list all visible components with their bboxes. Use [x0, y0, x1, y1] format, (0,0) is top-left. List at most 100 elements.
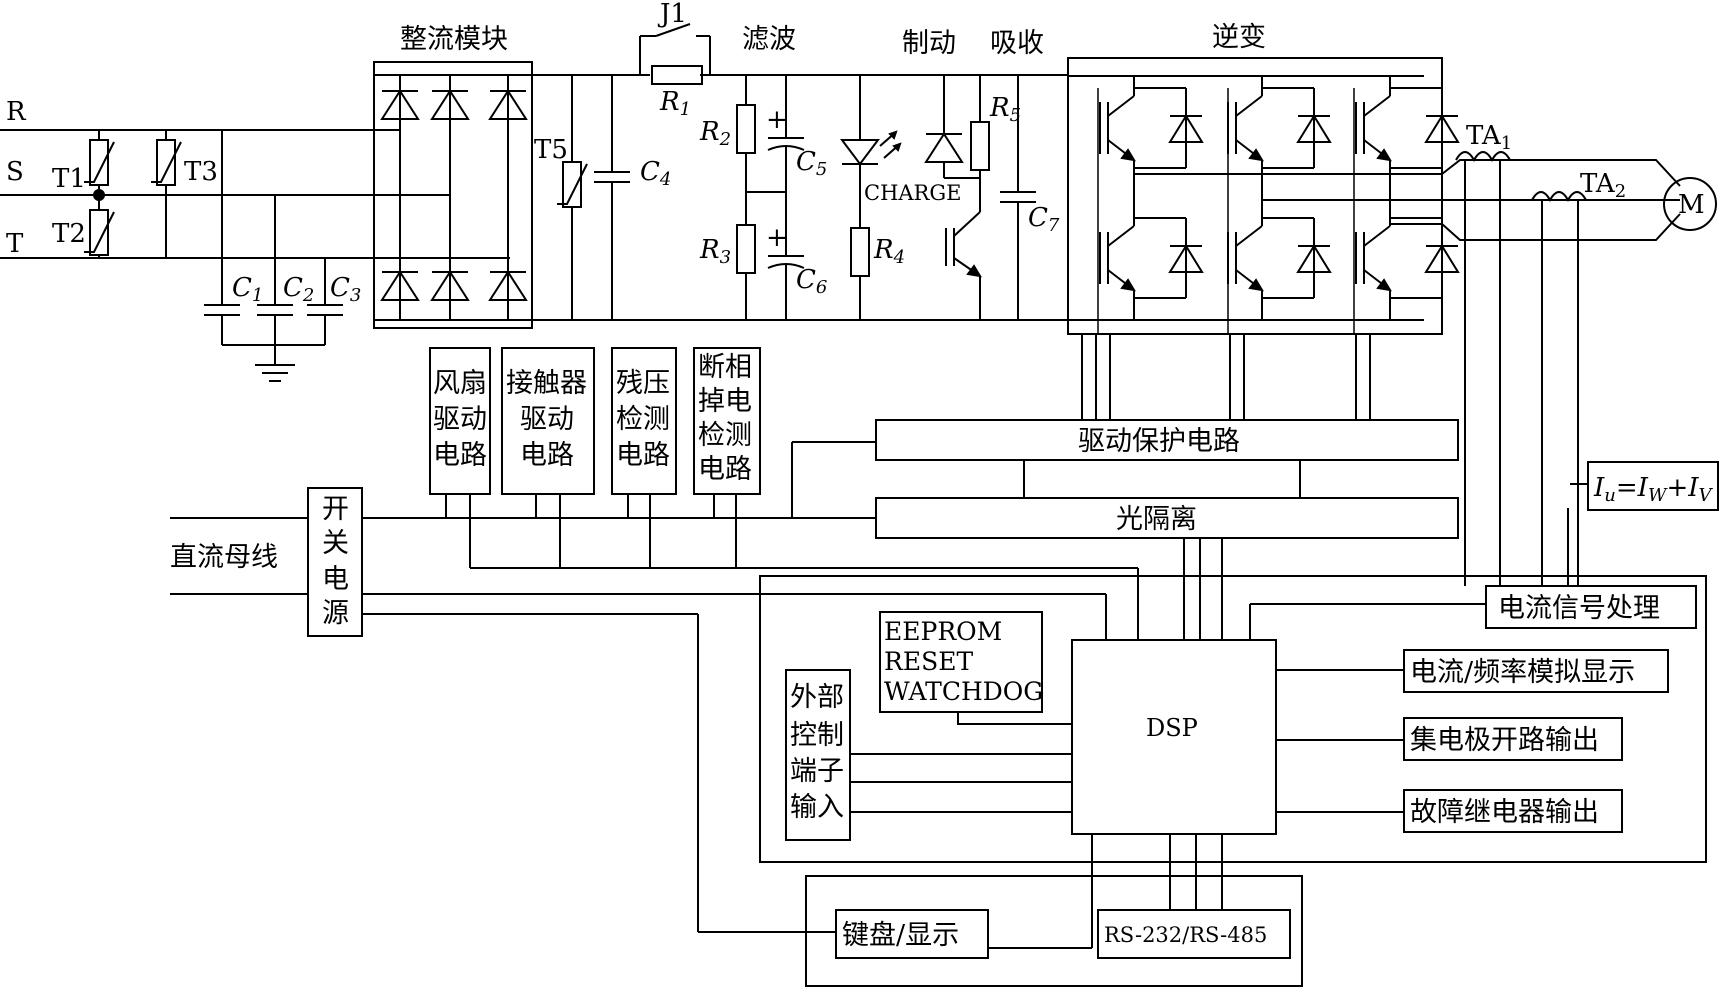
- current-formula-box: [1587, 461, 1719, 511]
- phase-loss-line-1: 断相: [698, 352, 752, 383]
- phase-loss-line-3: 检测: [698, 420, 752, 451]
- eeprom-wire: [957, 712, 1072, 725]
- varistor-t1: [84, 130, 115, 195]
- fan-driver-block: [429, 347, 491, 495]
- filter-title: 滤波: [742, 24, 796, 55]
- t1-label: T1: [52, 164, 86, 194]
- rectifier-bridge: [374, 74, 532, 321]
- c5-plus: +: [766, 105, 788, 135]
- external-line-4: 输入: [790, 792, 844, 823]
- j1-label: J1: [657, 0, 687, 29]
- eeprom-line-3: WATCHDOG: [884, 677, 1043, 706]
- comm-outline: [805, 875, 1303, 987]
- capacitor-c5-c6: [746, 74, 805, 320]
- c7-label: C7: [1028, 203, 1060, 236]
- varistor-t2: [84, 195, 115, 258]
- external-line-1: 外部: [790, 682, 844, 713]
- r3-label: R3: [699, 235, 731, 268]
- psu-wires: [170, 441, 1139, 933]
- r4-label: R4: [873, 235, 905, 268]
- gate-wires: [1023, 88, 1371, 498]
- inverter-module: [1067, 57, 1443, 335]
- varistor-t3: [151, 130, 182, 258]
- output-phases: [1134, 159, 1681, 241]
- current-processing-block: [1485, 585, 1697, 629]
- keyboard-display-label: 键盘/显示: [842, 920, 959, 951]
- capacitor-c4: [594, 75, 630, 320]
- charge-label: CHARGE: [864, 181, 961, 205]
- residual-line-3: 电路: [616, 440, 670, 471]
- dc-bus-label: 直流母线: [170, 542, 278, 573]
- phase-t-label: T: [6, 229, 24, 259]
- control-board-outline: [759, 575, 1707, 863]
- residual-line-2: 检测: [616, 404, 670, 435]
- inverter-title: 逆变: [1212, 22, 1266, 53]
- current-transformers: [1455, 151, 1587, 586]
- contactor-line-1: 接触器: [506, 368, 587, 399]
- c6-plus: +: [766, 223, 788, 253]
- open-collector-label: 集电极开路输出: [1410, 725, 1599, 756]
- residual-voltage-block: [611, 347, 677, 495]
- emi-capacitors: [204, 130, 343, 382]
- ta2-label: TA2: [1580, 169, 1626, 202]
- capacitor-c7: [1000, 75, 1036, 320]
- psu-line-4: 源: [322, 598, 349, 629]
- c6-label: C6: [796, 265, 827, 298]
- r1-label: R1: [659, 87, 691, 120]
- current-formula: Iu=IW+IV: [1593, 473, 1714, 506]
- c3-label: C3: [330, 273, 361, 306]
- inverter-bridge: [1068, 75, 1459, 321]
- varistor-t5: [557, 75, 588, 320]
- phase-loss-line-4: 电路: [698, 454, 752, 485]
- psu-line-3: 电: [322, 564, 349, 595]
- t5-label: T5: [534, 135, 568, 165]
- c5-label: C5: [796, 147, 827, 180]
- eeprom-line-2: RESET: [884, 647, 973, 676]
- keyboard-display-block: [835, 909, 989, 959]
- charge-led: [840, 75, 902, 320]
- phase-s-label: S: [6, 157, 24, 187]
- eeprom-line-1: EEPROM: [884, 617, 1002, 646]
- c2-label: C2: [283, 273, 314, 306]
- rectifier-module: [373, 61, 533, 329]
- brake-title: 制动: [902, 28, 956, 59]
- relay-j1: [639, 23, 711, 75]
- t2-label: T2: [52, 219, 86, 249]
- external-line-3: 端子: [790, 756, 844, 787]
- ta1-label: TA1: [1466, 121, 1512, 154]
- external-wires: [850, 753, 1072, 813]
- drive-protection-block: [875, 419, 1459, 461]
- phase-loss-line-2: 掉电: [698, 386, 752, 417]
- r5-label: R5: [989, 93, 1021, 126]
- eeprom-block: [879, 611, 1043, 713]
- current-processing-label: 电流信号处理: [1498, 593, 1660, 624]
- phase-r-label: R: [6, 97, 27, 127]
- opto-isolation-label: 光隔离: [1116, 504, 1197, 535]
- rectifier-title: 整流模块: [400, 24, 508, 55]
- analog-display-label: 电流/频率模拟显示: [1410, 657, 1635, 688]
- c4-label: C4: [640, 157, 671, 190]
- motor-label: M: [1678, 190, 1705, 220]
- fan-line-3: 电路: [433, 440, 487, 471]
- contactor-line-3: 电路: [520, 440, 574, 471]
- t3-label: T3: [184, 157, 218, 187]
- resistor-r2-r3: [736, 75, 756, 320]
- fault-relay-label: 故障继电器输出: [1410, 797, 1599, 828]
- dsp-block: [1071, 639, 1277, 835]
- brake-circuit: [925, 75, 990, 320]
- residual-line-1: 残压: [616, 368, 670, 399]
- motor: [1663, 177, 1717, 231]
- current-wires: [1183, 508, 1569, 640]
- absorb-title: 吸收: [990, 28, 1044, 59]
- switch-psu-block: [307, 487, 363, 637]
- output-wires: [1276, 669, 1404, 813]
- contactor-line-2: 驱动: [520, 404, 574, 435]
- external-line-2: 控制: [790, 720, 844, 751]
- comm-wires: [988, 834, 1223, 949]
- dsp-label: DSP: [1146, 714, 1198, 742]
- rs-label: RS-232/RS-485: [1104, 923, 1267, 947]
- psu-line-2: 关: [322, 528, 349, 559]
- psu-line-1: 开: [322, 494, 349, 525]
- fan-line-1: 风扇: [433, 368, 487, 399]
